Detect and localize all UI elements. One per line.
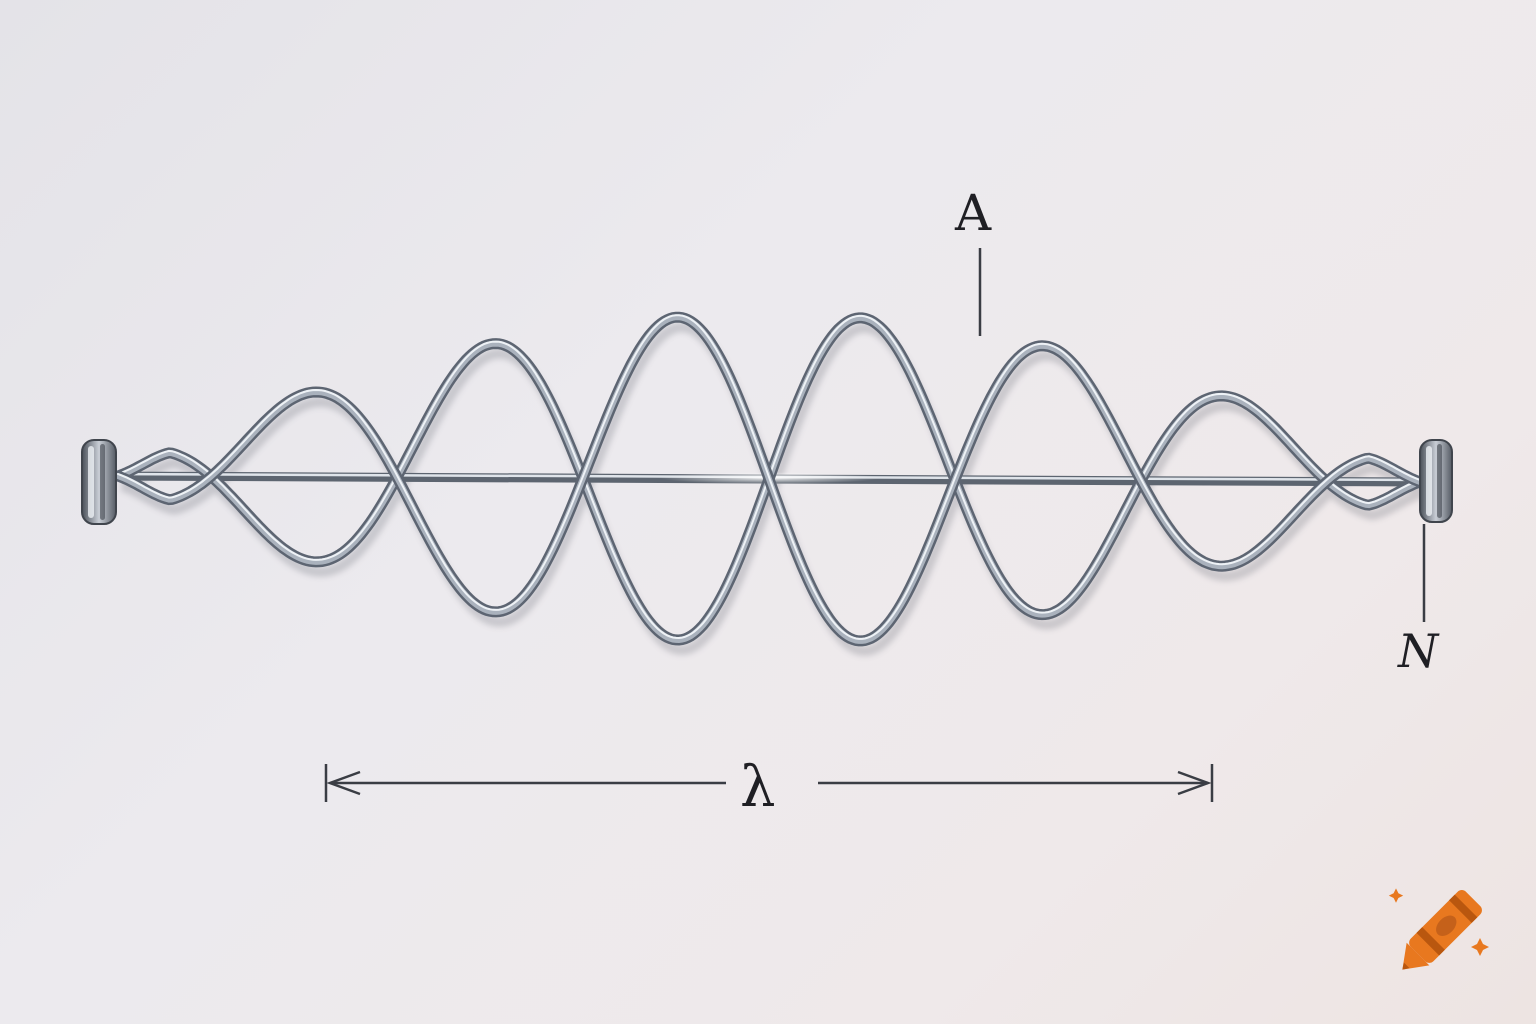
right-end-cap [1419,439,1453,523]
wave-strand-lower [112,311,1426,647]
wavelength-dimension [324,764,1214,802]
left-end-cap [81,439,117,525]
wavelength-label: λ [740,755,776,820]
node-label: N [1398,624,1439,678]
amplitude-label: A [955,184,992,242]
crayon-logo-icon [1388,888,1489,970]
